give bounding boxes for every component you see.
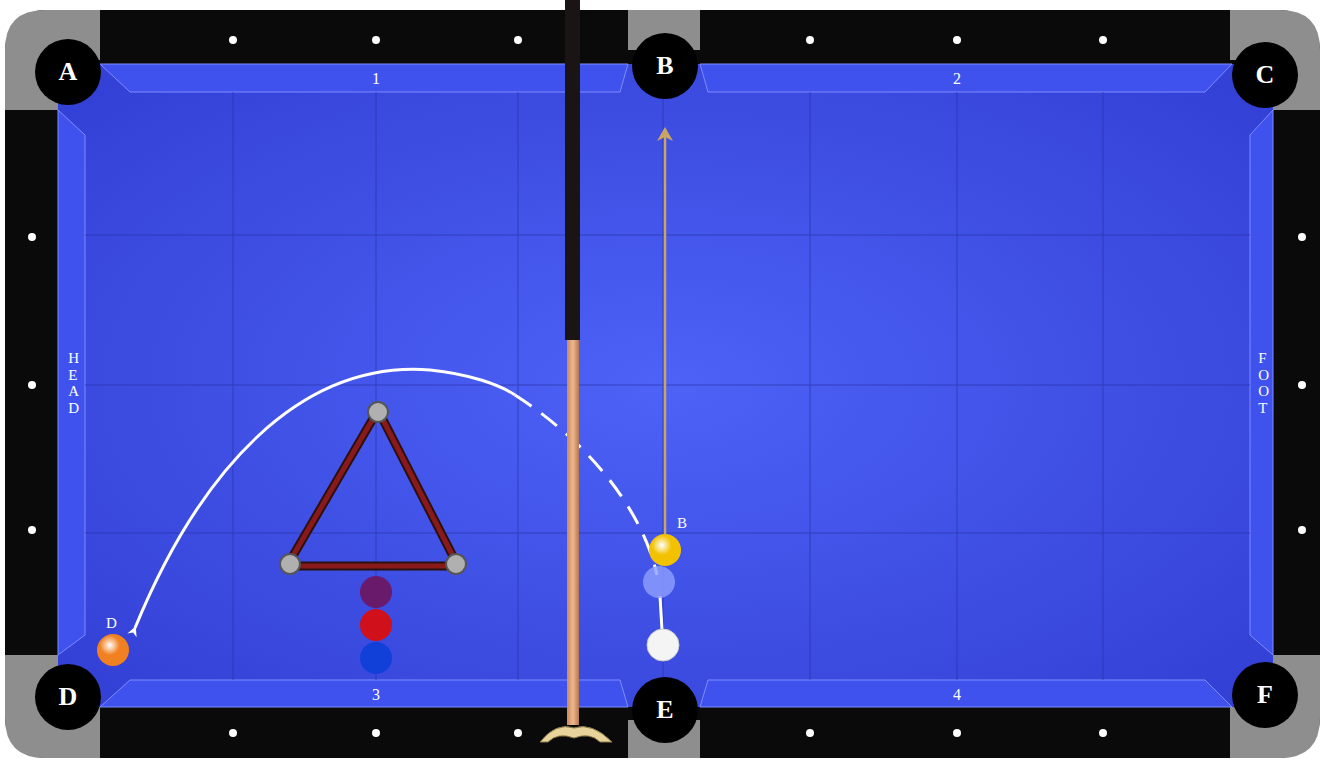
cue-ball-path-dashed bbox=[515, 395, 657, 575]
pocket: A bbox=[35, 39, 101, 105]
rail-number: 2 bbox=[953, 71, 961, 87]
corner-cap bbox=[1230, 10, 1320, 110]
cue-shaft-wood bbox=[567, 340, 579, 725]
pocket: E bbox=[632, 677, 698, 743]
cue-shaft-dark bbox=[565, 0, 580, 340]
ball-label: B bbox=[677, 516, 687, 531]
ghost-ball bbox=[643, 566, 675, 598]
corner-cap bbox=[5, 655, 100, 758]
cushions bbox=[58, 64, 1273, 707]
rail-number: 3 bbox=[372, 687, 380, 703]
pocket-letter: F bbox=[1257, 682, 1273, 708]
rail-number: 4 bbox=[953, 687, 961, 703]
pocket-letter: D bbox=[59, 684, 78, 710]
object-ball: D bbox=[97, 634, 129, 666]
corner-cap bbox=[1230, 655, 1320, 758]
pocket: F bbox=[1232, 662, 1298, 728]
red-ball bbox=[360, 609, 392, 641]
pocket: B bbox=[632, 33, 698, 99]
pocket-letter: C bbox=[1256, 62, 1275, 88]
rail-number: 1 bbox=[372, 71, 380, 87]
cloth bbox=[58, 64, 1273, 707]
pocket: C bbox=[1232, 42, 1298, 108]
table-end-label: FOOT bbox=[1258, 350, 1266, 416]
pocket-letter: B bbox=[656, 53, 673, 79]
ball-label: D bbox=[106, 616, 117, 631]
cue-bridge bbox=[540, 727, 612, 742]
table-end-label: HEAD bbox=[68, 350, 76, 416]
purple-ball bbox=[360, 576, 392, 608]
blue-ball bbox=[360, 642, 392, 674]
table-rail bbox=[5, 10, 1320, 758]
cue-ball-line bbox=[660, 596, 662, 630]
object-ball: B bbox=[649, 534, 681, 566]
pocket-letter: E bbox=[656, 697, 673, 723]
object-ball-path bbox=[664, 129, 667, 534]
pocket: D bbox=[35, 664, 101, 730]
rail-diamonds bbox=[28, 36, 1306, 737]
ball-rack bbox=[280, 402, 466, 574]
cue-ball-path bbox=[135, 369, 515, 628]
cue-ball bbox=[647, 629, 679, 661]
corner-cap bbox=[5, 10, 100, 110]
pocket-letter: A bbox=[59, 59, 78, 85]
grid-lines bbox=[85, 92, 1250, 680]
